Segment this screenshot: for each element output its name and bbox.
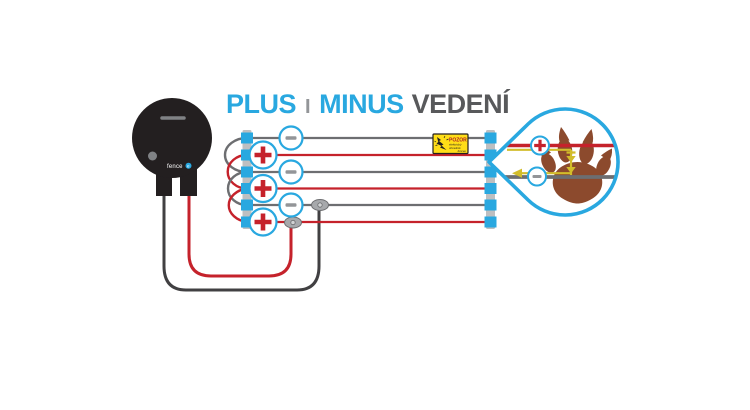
sign-title: POZOR — [449, 138, 467, 144]
insulator-clip — [241, 183, 253, 194]
fencee-logo-text: fence — [167, 164, 183, 170]
title-plus: PLUS — [226, 89, 297, 119]
insulator-clip — [484, 199, 497, 211]
minus-icon — [285, 136, 297, 140]
sign-brand: fencee — [458, 149, 467, 153]
fence-plus-cable — [187, 192, 293, 278]
minus-badge — [278, 192, 304, 218]
current-arrow-left — [512, 168, 522, 178]
energizer-device: fence e — [132, 98, 212, 196]
paw-claw — [582, 129, 594, 145]
right-fence-post — [486, 130, 495, 229]
wire-loop-plus-2-4 — [226, 153, 248, 190]
fencee-logo-mark: e — [187, 164, 190, 169]
insulator-clip — [484, 132, 497, 144]
plus-badge — [248, 173, 278, 204]
insulator-clip — [484, 216, 497, 228]
minus-badge — [278, 159, 304, 185]
left-fence-post — [242, 130, 252, 229]
paw-toe — [541, 153, 556, 173]
magnifier-drop-outline — [487, 107, 620, 217]
insulator-clip — [241, 199, 253, 211]
current-arrow-down — [566, 167, 576, 174]
fencee-logo: fence e — [167, 162, 192, 170]
warning-sign: POZOR elektrický ohradník fencee — [432, 133, 469, 155]
insulator-clip — [241, 166, 253, 178]
fencee-logo-dot-icon — [185, 162, 192, 169]
plus-icon — [534, 139, 546, 152]
insulator-clip — [484, 183, 497, 194]
insulator-clip — [484, 166, 497, 178]
minus-icon — [532, 175, 542, 178]
cable-connector-minus — [311, 199, 329, 211]
lightning-hand-icon — [436, 137, 447, 150]
current-arrow-down — [566, 156, 576, 163]
page-title: PLUS I MINUS VEDENÍ — [226, 89, 510, 119]
wire-loop-plus-4-6 — [227, 187, 248, 224]
minus-badge — [278, 125, 304, 151]
title-separator: I — [305, 96, 311, 118]
insulator-clip — [241, 149, 253, 161]
title-rest: VEDENÍ — [411, 89, 510, 119]
plus-icon — [254, 213, 272, 231]
minus-icon — [285, 203, 297, 207]
plus-icon — [254, 146, 272, 164]
wire-loop-minus-1-3 — [223, 136, 248, 174]
ground-cable — [162, 192, 321, 292]
sign-line2: ohradník — [449, 146, 461, 150]
insulator-clip — [484, 149, 497, 161]
lightning-hand-icon-rays — [434, 135, 449, 146]
plus-icon — [254, 180, 272, 197]
magnifier-plus-badge — [530, 135, 550, 156]
magnifier-callout — [487, 107, 620, 217]
paw-claw — [558, 127, 570, 143]
minus-icon — [285, 170, 297, 174]
insulator-clip — [241, 132, 253, 144]
paw-toe — [596, 156, 611, 176]
sign-line1: elektrický — [449, 143, 462, 147]
title-minus: MINUS — [319, 89, 404, 119]
plus-badge — [248, 207, 278, 237]
insulator-clip — [241, 216, 253, 228]
plus-badge — [248, 140, 278, 170]
magnifier-minus-badge — [527, 166, 547, 187]
wire-loop-minus-3-5 — [226, 170, 248, 207]
indicator-dot — [148, 151, 157, 161]
cable-connector-plus — [284, 216, 302, 229]
